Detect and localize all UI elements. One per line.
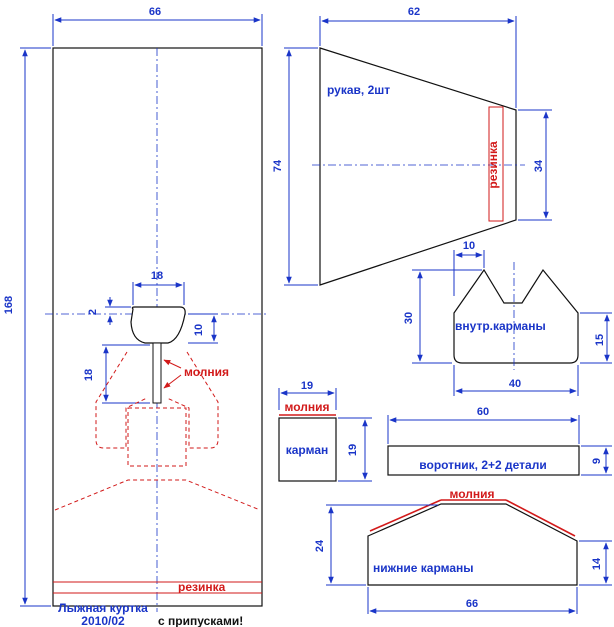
footer: Лыжная куртка 2010/02 с припусками! (58, 601, 243, 627)
lower-pockets-piece: молния 24 14 66 нижние карманы (314, 487, 612, 614)
sleeve-elastic-label: резинка (486, 141, 500, 189)
zip-length-label: 18 (83, 369, 95, 381)
left-panel-outline (95, 351, 148, 449)
inner-pockets-label: внутр.карманы (455, 319, 546, 333)
inner-side-label: 15 (594, 334, 606, 346)
sleeve-top-label: 62 (408, 6, 420, 18)
sleeve-piece: резинка рукав, 2шт 62 74 34 (272, 6, 552, 286)
hood-width-label: 18 (151, 270, 163, 282)
body-piece: 66 168 18 2 10 18 молния (3, 6, 268, 612)
sleeve-right-label: 34 (533, 159, 545, 172)
body-width-label: 66 (149, 6, 161, 18)
footer-date: 2010/02 (81, 614, 125, 627)
pocket-height-label: 19 (347, 444, 359, 456)
inner-height-label: 30 (403, 312, 415, 324)
collar-label: воротник, 2+2 детали (419, 458, 546, 472)
inner-pockets-piece: 10 30 15 40 внутр.карманы (403, 240, 612, 396)
body-elastic-label: резинка (178, 580, 226, 594)
footer-title: Лыжная куртка (58, 601, 148, 615)
pocket-label: карман (286, 443, 329, 457)
hood-height-label: 10 (193, 324, 205, 336)
lower-side-label: 14 (591, 557, 603, 570)
footer-note: с припусками! (158, 614, 243, 627)
pocket-width-label: 19 (301, 380, 313, 392)
pocket-piece: молния 19 19 карман (278, 380, 372, 482)
lower-pockets-outline (367, 503, 578, 586)
lower-height-label: 24 (314, 539, 326, 552)
lower-zipper-label: молния (450, 487, 495, 501)
zipper-channel (152, 342, 162, 404)
collar-width-label: 60 (477, 406, 489, 418)
right-panel-outline (166, 351, 219, 449)
pocket-outline (278, 417, 337, 482)
sleeve-left-label: 74 (272, 159, 284, 172)
inner-notch-label: 10 (463, 240, 475, 252)
lower-width-label: 66 (466, 598, 478, 610)
inner-pockets-outline (453, 268, 579, 364)
collar-outline (387, 445, 580, 476)
collar-piece: 60 9 воротник, 2+2 детали (387, 406, 612, 476)
lower-pocket-outline (54, 479, 261, 511)
hood-offset-label: 2 (87, 309, 99, 315)
sleeve-outline (319, 47, 517, 286)
collar-height-label: 9 (591, 458, 603, 464)
zipper-note: молния (184, 365, 229, 379)
sleeve-label: рукав, 2шт (327, 83, 390, 97)
inner-width-label: 40 (509, 378, 521, 390)
patch-pocket-outline (127, 407, 187, 467)
hood-opening (130, 306, 186, 344)
pocket-zipper-label: молния (285, 400, 330, 414)
body-height-label: 168 (3, 296, 15, 314)
lower-pockets-label: нижние карманы (373, 561, 474, 575)
